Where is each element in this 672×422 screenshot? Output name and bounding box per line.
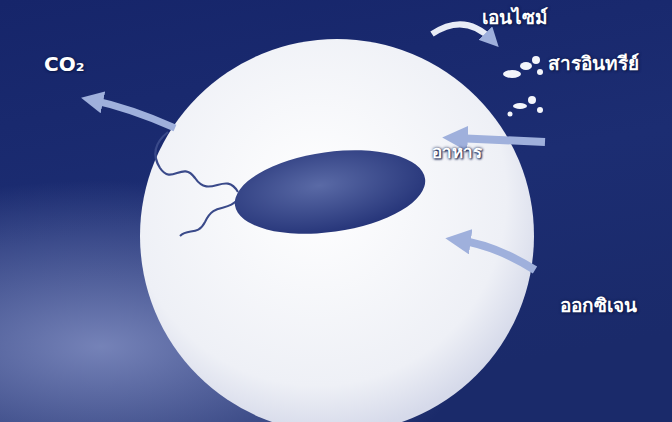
- arrow-label: อาหาร: [432, 142, 482, 162]
- process-label: เอนไซม์: [482, 6, 548, 29]
- medium-disc: [140, 39, 534, 422]
- substance-label: ออกซิเจน: [560, 294, 637, 317]
- oxygen-arrow: [458, 240, 535, 270]
- bacterium-cell: [229, 139, 430, 245]
- food-arrow: [455, 138, 545, 142]
- flagellum: [180, 196, 240, 236]
- substance-label: สารอินทรีย์: [548, 52, 639, 75]
- flagellum: [155, 132, 238, 192]
- chemical-label: CO₂: [44, 52, 84, 76]
- organic-matter-particles: [503, 56, 543, 117]
- co2-arrow: [92, 100, 175, 128]
